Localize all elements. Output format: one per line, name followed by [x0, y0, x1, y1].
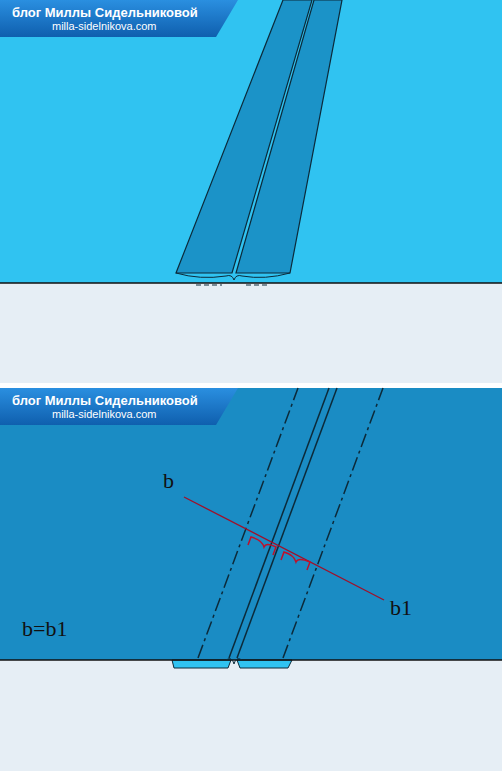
leader-line — [184, 497, 384, 600]
fabric-ground — [0, 0, 502, 283]
seam-line — [229, 388, 329, 658]
dimension-label: b — [163, 470, 174, 492]
blog-banner: блог Миллы Сидельниковойmilla-sidelnikov… — [0, 0, 238, 37]
fabric-ground — [0, 388, 502, 660]
seam-allowance — [172, 660, 231, 668]
dimension-label: b1 — [390, 597, 412, 619]
seam-allowance — [237, 660, 292, 668]
blog-url: milla-sidelnikova.com — [12, 408, 198, 420]
blog-url: milla-sidelnikova.com — [12, 20, 198, 32]
edge-line — [0, 659, 502, 661]
table-ground — [0, 283, 502, 383]
table-ground — [0, 660, 502, 771]
seam-line — [237, 388, 337, 658]
dimension-bracket — [281, 552, 310, 570]
blog-title: блог Миллы Сидельниковой — [12, 393, 198, 408]
seam-fold — [196, 285, 270, 286]
blog-banner: блог Миллы Сидельниковойmilla-sidelnikov… — [0, 388, 238, 425]
blog-title: блог Миллы Сидельниковой — [12, 5, 198, 20]
edge-line — [0, 282, 502, 284]
banner-fill — [0, 388, 238, 425]
dimension-label: b=b1 — [22, 618, 67, 640]
seam-fold — [226, 659, 242, 664]
dimension-bracket — [248, 537, 276, 555]
seam-allowance — [236, 0, 342, 273]
stitch-line — [198, 388, 298, 658]
seam-fold — [176, 273, 290, 280]
stitch-line — [283, 388, 383, 658]
banner-fill — [0, 0, 238, 37]
